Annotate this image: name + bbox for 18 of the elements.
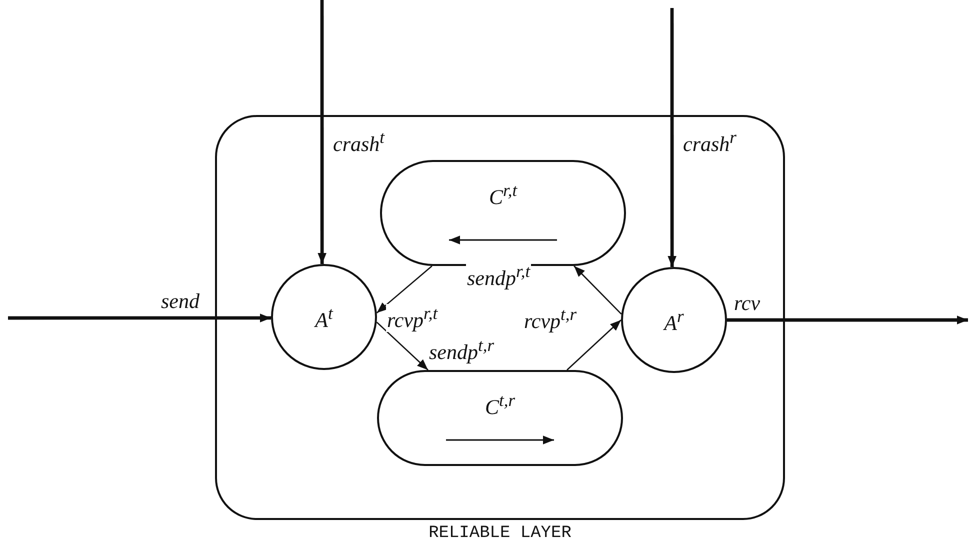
arrow: [318, 0, 326, 264]
edge-label: sendp$^{r,t}$: [466, 262, 532, 290]
arrow: [8, 314, 271, 322]
channel-label: C$^{r,t}$: [488, 180, 518, 210]
automaton-circle: [621, 267, 727, 373]
channel-shape: [377, 370, 623, 466]
automaton-label: A$^{t}$: [313, 303, 334, 333]
arrow: [574, 266, 622, 314]
edge-label: rcvp$^{r,t}$: [386, 304, 439, 332]
channel-label: C$^{t,r}$: [484, 390, 516, 420]
layer-title: RELIABLE LAYER: [428, 524, 572, 543]
arrow: [376, 322, 428, 370]
arrow: [376, 266, 432, 314]
arrow: [727, 316, 968, 324]
arrow: [566, 320, 622, 370]
arrow: [668, 8, 676, 268]
automaton-label: A$^{r}$: [662, 306, 685, 336]
automaton-circle: [271, 264, 377, 370]
